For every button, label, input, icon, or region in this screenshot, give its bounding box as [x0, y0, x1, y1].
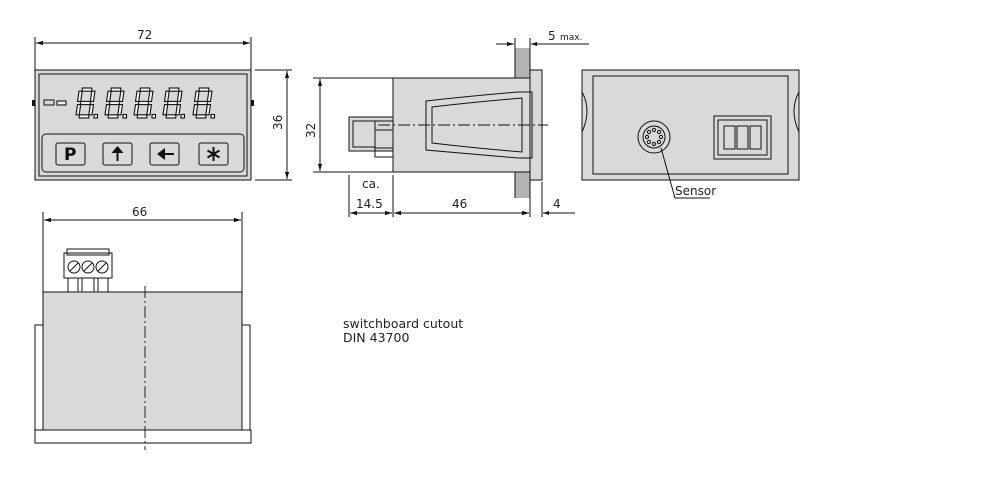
clip-left	[34, 324, 44, 431]
decimal-point	[122, 113, 128, 119]
clip-left	[581, 91, 588, 133]
side-view: 5 max. 32 ca. 14.5	[304, 29, 589, 217]
bottom-bezel	[34, 429, 252, 444]
front-view: 72 36 P	[32, 28, 292, 181]
rear-housing	[581, 69, 800, 181]
dim-body-depth: 46	[452, 197, 467, 211]
p-key-label: P	[64, 145, 76, 165]
bottom-terminal-block	[63, 248, 113, 293]
sensor-socket-icon	[637, 120, 671, 154]
dim-width-bottom: 66	[132, 205, 147, 219]
asterisk-icon	[206, 147, 221, 161]
clamp-inner	[431, 97, 523, 153]
status-led	[43, 99, 55, 106]
up-button[interactable]	[102, 142, 133, 166]
p-button[interactable]: P	[55, 142, 86, 166]
dim-panel-max-suffix: max.	[560, 33, 582, 43]
decimal-point	[210, 113, 216, 119]
dim-width-front: 72	[137, 28, 152, 42]
decimal-point	[151, 113, 157, 119]
seven-segment-display	[43, 87, 216, 119]
dim-connector-depth: 14.5	[356, 197, 383, 211]
display-digit	[162, 87, 186, 119]
side-connector	[348, 116, 394, 152]
sensor-label: Sensor	[675, 184, 716, 198]
bottom-housing	[42, 291, 243, 431]
clip-mark	[32, 100, 35, 106]
decimal-point	[93, 113, 99, 119]
display-digit	[75, 87, 99, 119]
mounting-clamp	[425, 91, 533, 159]
star-button[interactable]	[198, 142, 229, 166]
left-button[interactable]	[149, 142, 180, 166]
minus-segment	[56, 100, 67, 106]
sensor-leader	[660, 147, 676, 199]
terminal-block-icon	[713, 115, 772, 160]
display-digit	[192, 87, 216, 119]
keypad-panel	[41, 133, 245, 173]
dim-cutout-height: 32	[304, 123, 318, 138]
clip-mark	[251, 100, 254, 106]
rear-view: Sensor	[581, 69, 800, 199]
arrow-up-icon	[111, 146, 124, 161]
clip-right	[793, 91, 800, 133]
bottom-view: 66	[34, 205, 252, 450]
front-bezel-inner	[38, 73, 248, 177]
dim-bezel-depth: 4	[553, 197, 561, 211]
dim-height-front: 36	[271, 115, 285, 130]
decimal-point	[180, 113, 186, 119]
dim-approx: ca.	[362, 177, 380, 191]
cutout-note-line1: switchboard cutout	[343, 316, 463, 331]
clip-right	[241, 324, 251, 431]
dim-panel-max: 5	[548, 29, 556, 43]
display-digit	[104, 87, 128, 119]
arrow-left-icon	[157, 148, 174, 160]
cutout-note-line2: DIN 43700	[343, 330, 409, 345]
display-digit	[133, 87, 157, 119]
